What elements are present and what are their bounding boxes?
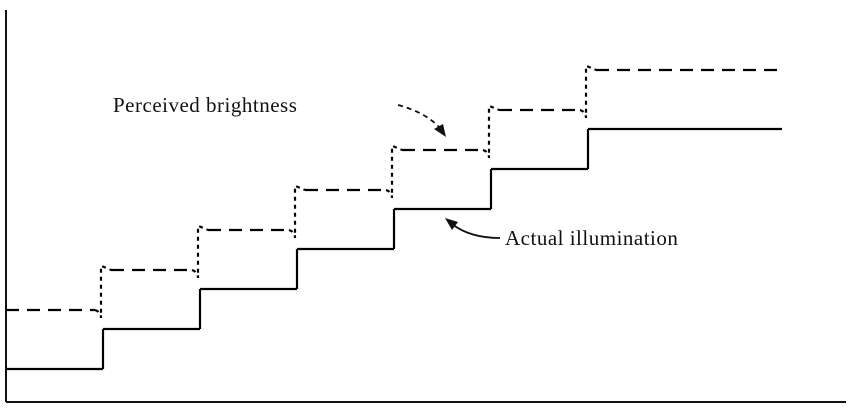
perceived-edge-transition	[288, 184, 306, 239]
actual-arrowhead	[445, 218, 458, 230]
perceived-brightness-series	[6, 64, 782, 319]
perceived-brightness-label: Perceived brightness	[113, 93, 297, 117]
perceived-edge-transition	[579, 64, 597, 119]
actual-leader-arrow	[451, 223, 501, 239]
perceived-edge-transition	[191, 224, 209, 279]
actual-illumination-label: Actual illumination	[505, 226, 678, 250]
perceived-edge-transition	[94, 264, 112, 319]
perceived-edge-transition	[385, 144, 403, 199]
perceived-arrowhead	[434, 124, 446, 137]
perceived-edge-transition	[482, 104, 500, 159]
actual-illumination-series	[6, 127, 782, 371]
perceived-leader-arrow	[397, 104, 441, 129]
